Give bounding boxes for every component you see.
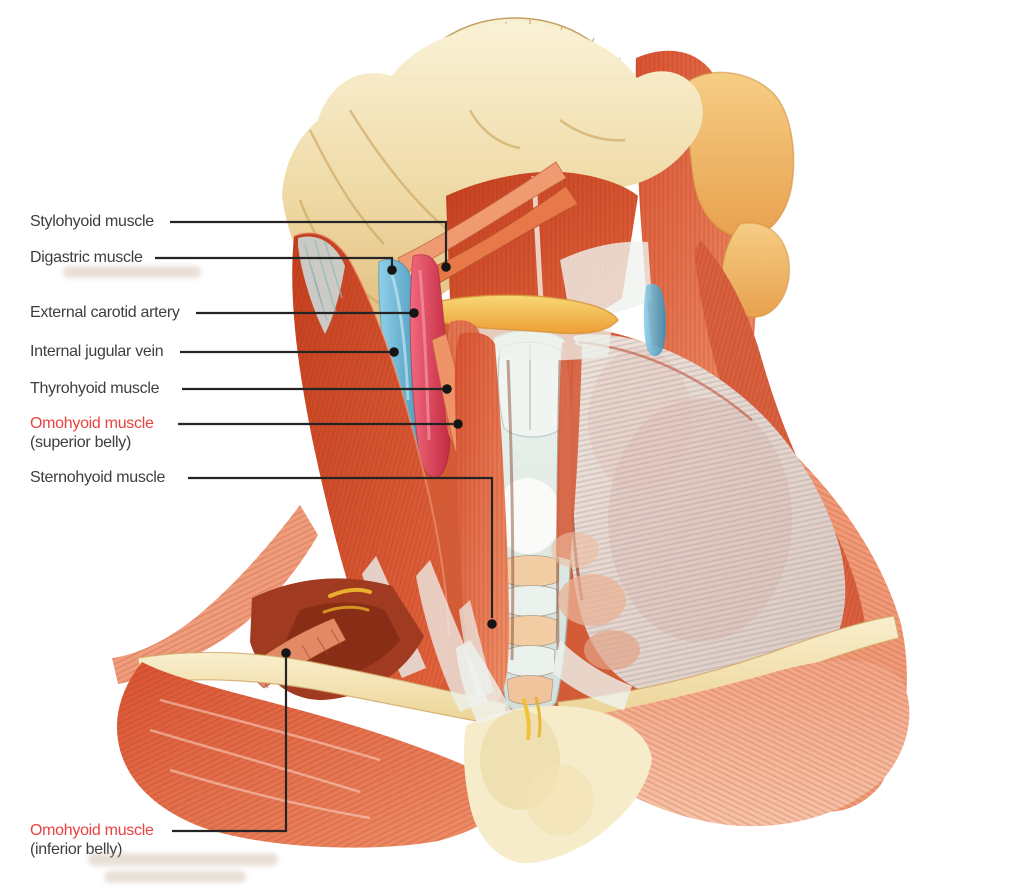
brachial-plexus-nerves: [322, 587, 372, 614]
external-carotid-artery: [409, 254, 451, 479]
leader-stylohyoid: [170, 220, 448, 263]
dot-thyrohyoid: [442, 384, 452, 394]
scalene-dissection-field: [564, 334, 846, 702]
sternohyoid-muscle: [454, 332, 510, 705]
larynx-trachea-column: [489, 330, 574, 717]
dot-stylohyoid: [441, 262, 451, 272]
label-omohyoid-superior-title: Omohyoid muscle: [30, 415, 154, 432]
pointer-dots: [281, 262, 497, 658]
cricoid-highlight: [495, 478, 561, 554]
ghost-watermark-bottom-1: [88, 853, 278, 866]
pectoralis-deltoid-left: [116, 662, 513, 848]
label-external-carotid-artery: External carotid artery: [30, 304, 180, 321]
label-thyrohyoid-muscle: Thyrohyoid muscle: [30, 380, 160, 397]
label-internal-jugular-vein: Internal jugular vein: [30, 343, 164, 360]
leader-digastric: [155, 256, 394, 266]
label-digastric-muscle: Digastric muscle: [30, 249, 143, 266]
dot-external-carotid: [409, 308, 419, 318]
leader-sternohyoid: [188, 476, 494, 618]
ghost-watermark-bottom-2: [104, 871, 246, 883]
label-omohyoid-muscle-inferior: Omohyoid muscle (inferior belly): [30, 821, 154, 859]
dot-omohyoid-superior: [453, 419, 463, 429]
leader-omohyoid-inferior: [172, 658, 288, 833]
label-omohyoid-superior-sub: (superior belly): [30, 434, 132, 451]
label-omohyoid-inferior-sub: (inferior belly): [30, 841, 123, 858]
thyroid-gland-lobes: [551, 532, 640, 670]
dot-internal-jugular: [389, 347, 399, 357]
pectoralis-right: [559, 660, 910, 827]
label-sternohyoid-muscle: Sternohyoid muscle: [30, 469, 166, 486]
dot-digastric: [387, 265, 397, 275]
leader-lines: [155, 220, 494, 833]
mastoid-bone-right: [687, 71, 795, 318]
external-jugular-vein-right: [643, 283, 666, 357]
sternothyroid-right-sliver: [556, 342, 582, 560]
sternum-manubrium: [416, 560, 652, 864]
ghost-watermark-top: [63, 266, 201, 278]
hyoid-bone: [432, 294, 619, 335]
label-stylohyoid-muscle: Stylohyoid muscle: [30, 213, 154, 230]
dot-omohyoid-inferior: [281, 648, 291, 658]
label-omohyoid-inferior-title: Omohyoid muscle: [30, 822, 154, 839]
label-omohyoid-muscle-superior: Omohyoid muscle (superior belly): [30, 414, 154, 452]
dot-sternohyoid: [487, 619, 497, 629]
